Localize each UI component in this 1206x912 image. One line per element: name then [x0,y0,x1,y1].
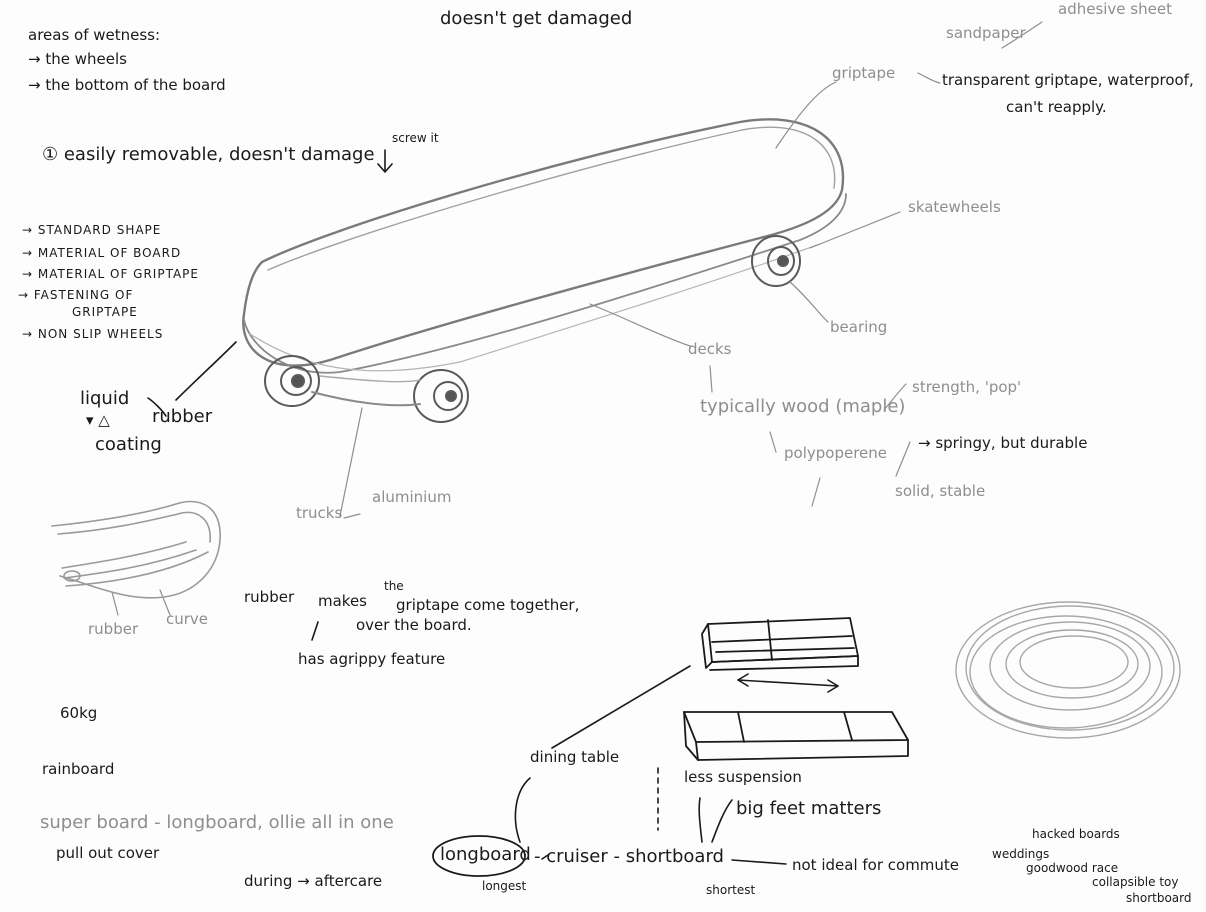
rubber-bumper-sketch [51,500,221,599]
block-arrow [737,673,839,693]
deck-outline-inner [267,126,836,271]
note-polypropylene: polypoperene [784,444,887,462]
note-collapsible: collapsible toy [1092,875,1179,889]
note-list-1: → STANDARD SHAPE [22,223,162,237]
note-rubber-sketch: rubber [88,620,139,638]
block-top [701,617,859,671]
note-not-ideal-commute: not ideal for commute [792,856,960,874]
note-doesnt-get-damaged: doesn't get damaged [440,8,633,29]
note-bearing: bearing [830,318,888,336]
note-pull-out: pull out cover [56,844,160,862]
note-longest: longest [482,879,527,893]
note-shortest: shortest [706,883,756,897]
wheel-sketch [955,601,1181,739]
note-list-4a: → FASTENING OF [18,288,134,302]
note-list-3: → MATERIAL OF GRIPTAPE [22,267,199,281]
note-griptape-together: griptape come together, [396,596,580,614]
note-list-5: → NON SLIP WHEELS [22,327,164,341]
note-griptape: griptape [832,64,896,82]
block-bottom [683,711,909,761]
note-shortboard-small: shortboard [1126,891,1192,905]
front-left-wheel [264,355,320,407]
note-over-board: over the board. [356,616,472,634]
deck-bottom-shade [249,243,821,372]
note-skatewheels: skatewheels [908,198,1001,216]
note-weight: 60kg [60,704,98,722]
note-hacked-boards: hacked boards [1032,827,1120,841]
truck [311,391,421,407]
note-rubber-makes-b: makes [318,592,367,610]
note-sandpaper: sandpaper [946,24,1026,42]
note-list-2: → MATERIAL OF BOARD [22,246,182,260]
note-liquid: liquid [80,388,130,409]
note-trucks: trucks [296,504,343,522]
back-left-wheel [413,369,469,423]
note-transparent-1: transparent griptape, waterproof, [942,71,1194,89]
note-big-feet: big feet matters [736,798,882,819]
note-typically-wood: typically wood (maple) [700,396,906,417]
note-springy: → springy, but durable [918,434,1088,452]
note-rainboard: rainboard [42,760,115,778]
note-transparent-2: can't reapply. [1006,98,1107,116]
note-less-suspension: less suspension [684,768,802,786]
note-cruiser-shortboard: - cruiser - shortboard [534,846,724,867]
note-rubber-left: rubber [152,406,213,427]
note-screw: screw it [392,131,439,145]
note-solid: solid, stable [895,482,986,500]
note-weddings: weddings [992,847,1050,861]
right-wheel [751,235,801,287]
note-wetness-title: areas of wetness: [28,26,161,44]
note-dining-table: dining table [530,748,620,766]
note-during-aftercare: during → aftercare [244,872,383,890]
note-longboard: longboard [440,844,531,865]
note-rubber-makes-a: rubber [244,588,295,606]
note-the: the [384,579,404,593]
truck-top [319,375,421,383]
note-coating: coating [95,434,162,455]
deck-side [243,193,847,374]
note-goodwood: goodwood race [1026,861,1119,875]
longboard-circle [432,835,526,877]
note-aluminium: aluminium [372,488,452,506]
note-triangle-mark: ▾ △ [86,411,110,429]
note-strength: strength, 'pop' [912,378,1022,396]
note-grippy: has agrippy feature [298,650,446,668]
note-wetness-2: → the bottom of the board [28,76,226,94]
note-decks: decks [688,340,732,358]
note-curve: curve [166,610,209,628]
note-list-4b: GRIPTAPE [72,305,138,319]
deck-outline [242,118,845,367]
note-removable: ① easily removable, doesn't damage [42,144,375,165]
note-wetness-1: → the wheels [28,50,127,68]
note-adhesive: adhesive sheet [1058,0,1172,18]
note-superboard: super board - longboard, ollie all in on… [40,812,394,833]
